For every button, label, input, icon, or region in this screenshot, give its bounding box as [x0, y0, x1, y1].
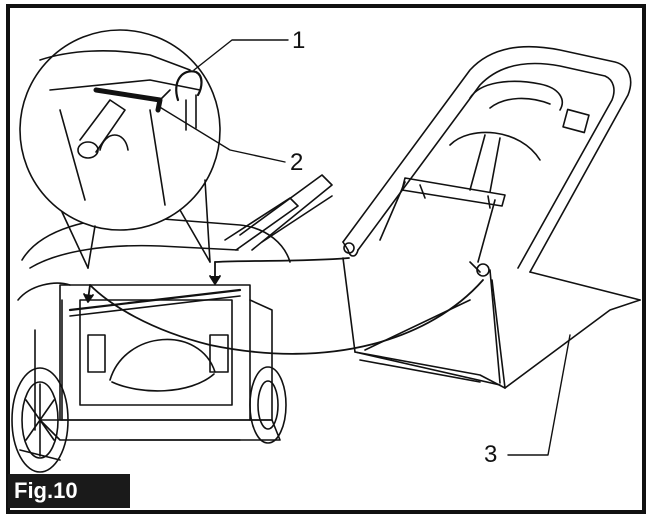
lawn-mower	[11, 174, 333, 473]
grass-catcher	[342, 45, 641, 389]
callout-2: 2	[290, 149, 303, 176]
detail-inset	[19, 29, 221, 269]
figure-frame	[6, 4, 646, 514]
assembly-arrows	[83, 257, 484, 355]
figure-label: Fig.10	[8, 474, 130, 508]
callout-3: 3	[484, 441, 497, 468]
callout-leaders	[157, 39, 571, 456]
leader-2	[157, 105, 286, 163]
callout-1: 1	[292, 27, 305, 54]
leader-1	[193, 39, 289, 71]
leader-3	[507, 334, 571, 456]
